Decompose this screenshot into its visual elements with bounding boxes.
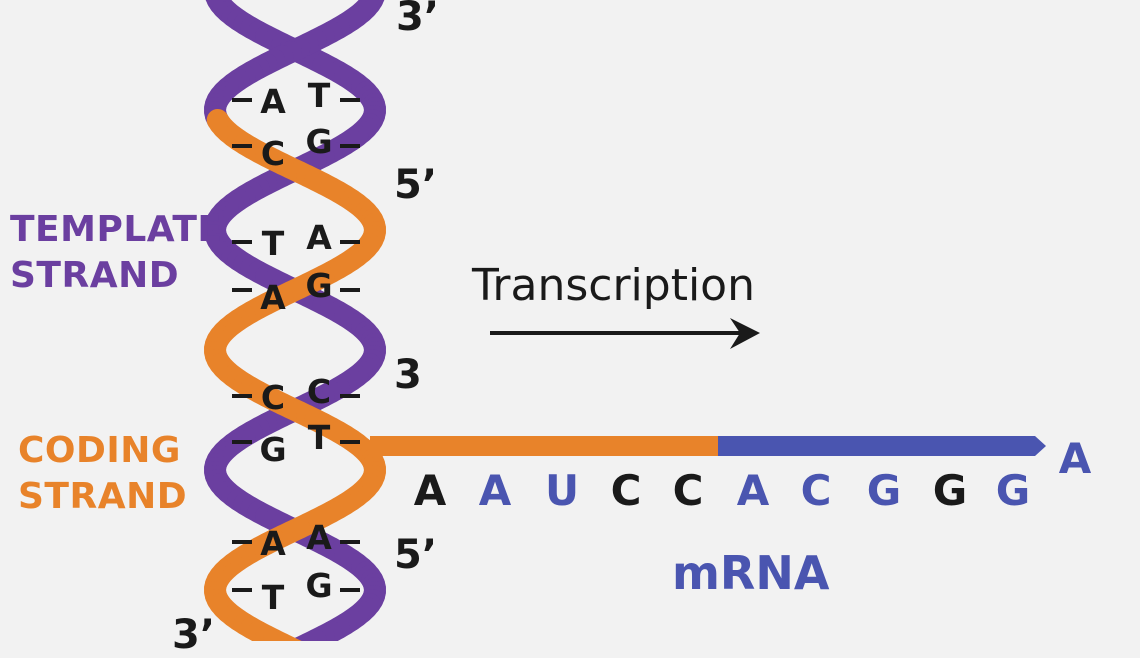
coding-strand-line2: STRAND — [18, 476, 188, 517]
end-label-upper: 5’ — [394, 162, 438, 208]
mrna-base: A — [736, 466, 770, 515]
base-left: A — [260, 278, 286, 317]
base-right: A — [306, 518, 332, 557]
base-left: T — [261, 578, 285, 617]
transcription-arrow-head — [730, 318, 760, 349]
mrna-base: A — [413, 466, 447, 515]
template-strand-line1: TEMPLATE — [10, 209, 223, 250]
dna-helix — [204, 0, 1046, 641]
end-label-bottom: 3’ — [172, 612, 216, 658]
mrna-strand-orange — [370, 436, 718, 456]
base-right: A — [306, 218, 332, 257]
transcription-label: Transcription — [472, 260, 755, 311]
mrna-base: U — [544, 466, 580, 515]
base-right: G — [305, 266, 333, 305]
base-left: T — [261, 224, 285, 263]
mrna-tail-base: A — [1058, 434, 1092, 483]
mrna-base: C — [672, 466, 704, 515]
base-left: C — [260, 134, 286, 173]
template-strand-line2: STRAND — [10, 255, 180, 296]
base-right: C — [306, 372, 332, 411]
coding-strand-label: CODING STRAND — [18, 428, 187, 520]
end-label-top: 3’ — [396, 0, 440, 40]
base-right: G — [305, 566, 333, 605]
mrna-strand-blue — [718, 436, 1046, 456]
end-label-middle: 3 — [394, 352, 422, 398]
base-right: T — [307, 418, 331, 457]
dna-transcription-diagram: TEMPLATE STRAND CODING STRAND 3’ 5’ 3 5’… — [10, 0, 1092, 658]
mrna-base: A — [478, 466, 512, 515]
mrna-base: C — [800, 466, 832, 515]
coding-strand-line1: CODING — [18, 430, 181, 471]
mrna-base: C — [610, 466, 642, 515]
base-left: A — [260, 82, 286, 121]
mrna-base: G — [866, 466, 902, 515]
base-right: G — [305, 122, 333, 161]
base-right: T — [307, 76, 331, 115]
base-left: C — [260, 378, 286, 417]
mrna-base: G — [932, 466, 968, 515]
template-strand-label: TEMPLATE STRAND — [10, 207, 223, 299]
mrna-base: G — [995, 466, 1031, 515]
end-label-lower: 5’ — [394, 532, 438, 578]
base-left: A — [260, 524, 286, 563]
mrna-label: mRNA — [672, 546, 830, 600]
base-left: G — [259, 430, 287, 469]
